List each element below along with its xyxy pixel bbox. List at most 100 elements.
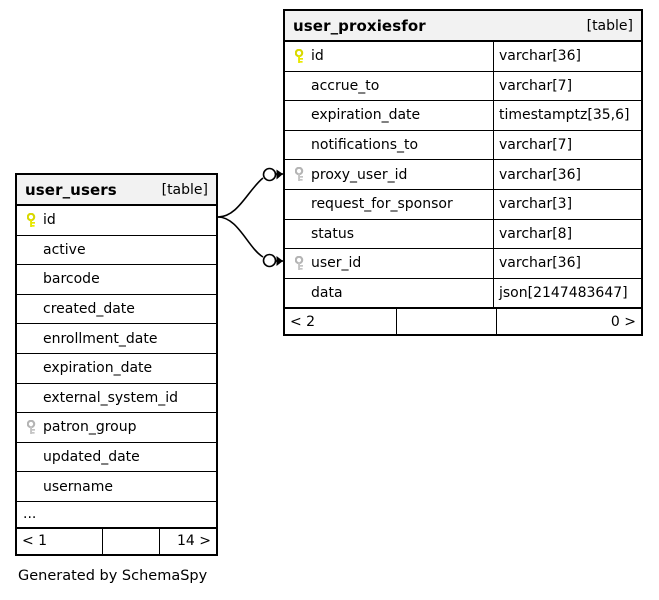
optional-marker-icon [262, 167, 277, 182]
optional-marker-icon [262, 253, 277, 268]
column-cell: status [285, 220, 493, 249]
more-columns-indicator: ... [17, 502, 216, 528]
table-row[interactable]: enrollment_date [17, 324, 216, 354]
column-cell: id [285, 42, 493, 71]
column-name: external_system_id [43, 389, 178, 406]
footer-middle-cell [102, 528, 159, 554]
foreign-key-icon [291, 255, 311, 271]
no-key-icon [23, 449, 43, 465]
table-user-proxiesfor-title: user_proxiesfor [293, 16, 426, 35]
next-page-button[interactable]: 14 > [159, 528, 216, 554]
table-row[interactable]: created_date [17, 295, 216, 325]
table-row[interactable]: proxy_user_id varchar[36] [285, 160, 641, 190]
table-user-proxiesfor[interactable]: user_proxiesfor [table] id varchar[36] [283, 9, 643, 337]
column-cell: active [17, 236, 216, 265]
table-row[interactable]: username [17, 472, 216, 502]
column-cell: notifications_to [285, 131, 493, 160]
column-name: patron_group [43, 419, 137, 436]
table-user-users-footer: < 1 14 > [17, 527, 216, 554]
column-name: created_date [43, 301, 135, 318]
no-key-icon [23, 331, 43, 347]
table-row[interactable]: user_id varchar[36] [285, 249, 641, 279]
table-row[interactable]: barcode [17, 265, 216, 295]
column-name: expiration_date [43, 360, 153, 377]
column-cell: data [285, 279, 493, 308]
generated-by-caption: Generated by SchemaSpy [18, 568, 208, 584]
column-type: timestamptz[35,6] [499, 107, 630, 124]
table-user-users-header: user_users [table] [17, 175, 216, 206]
next-page-button[interactable]: 0 > [496, 309, 641, 335]
table-row[interactable]: request_for_sponsor varchar[3] [285, 189, 641, 220]
column-cell: external_system_id [17, 384, 216, 413]
prev-page-button[interactable]: < 1 [22, 533, 48, 550]
table-user-proxiesfor-kind: [table] [586, 17, 633, 34]
column-name: data [311, 285, 343, 302]
no-key-icon [23, 390, 43, 406]
column-type-cell: varchar[36] [493, 42, 641, 71]
column-name: id [43, 212, 56, 229]
column-name: accrue_to [311, 77, 380, 94]
column-type-cell: varchar[3] [493, 189, 641, 219]
prev-page-button[interactable]: < 2 [290, 313, 316, 330]
column-type-cell: json[2147483647] [493, 278, 641, 308]
column-cell: enrollment_date [17, 324, 216, 353]
table-row[interactable]: external_system_id [17, 384, 216, 414]
column-name: notifications_to [311, 137, 419, 154]
table-row[interactable]: status varchar[8] [285, 219, 641, 250]
table-row[interactable]: id varchar[36] [285, 42, 641, 72]
column-cell: barcode [17, 265, 216, 294]
relationship-line-proxy-user-id [217, 167, 283, 218]
no-key-icon [291, 226, 311, 242]
table-user-proxiesfor-footer: < 2 0 > [285, 308, 641, 335]
column-name: id [311, 48, 324, 65]
column-cell: updated_date [17, 443, 216, 472]
no-key-icon [291, 137, 311, 153]
no-key-icon [291, 78, 311, 94]
column-name: active [43, 241, 86, 258]
column-type: varchar[36] [499, 255, 581, 272]
table-row[interactable]: expiration_date [17, 354, 216, 384]
column-type: varchar[7] [499, 137, 573, 154]
table-row[interactable]: accrue_to varchar[7] [285, 71, 641, 102]
table-row[interactable]: id [17, 206, 216, 236]
no-key-icon [291, 196, 311, 212]
no-key-icon [23, 242, 43, 258]
foreign-key-icon [23, 419, 43, 435]
column-type-cell: varchar[7] [493, 71, 641, 101]
column-name: user_id [311, 255, 362, 272]
no-key-icon [23, 360, 43, 376]
table-row[interactable]: data json[2147483647] [285, 278, 641, 309]
relationship-line-user-id [217, 216, 283, 268]
no-key-icon [23, 479, 43, 495]
primary-key-icon [291, 48, 311, 64]
table-user-users-title: user_users [25, 180, 117, 199]
no-key-icon [23, 271, 43, 287]
column-name: request_for_sponsor [311, 196, 453, 213]
column-cell: proxy_user_id [285, 160, 493, 189]
table-row[interactable]: patron_group [17, 413, 216, 443]
column-type: varchar[3] [499, 196, 573, 213]
column-type-cell: varchar[8] [493, 219, 641, 249]
column-type: varchar[8] [499, 225, 573, 242]
no-key-icon [291, 107, 311, 123]
column-type: varchar[36] [499, 48, 581, 65]
no-key-icon [291, 285, 311, 301]
column-name: updated_date [43, 449, 140, 466]
column-type: varchar[7] [499, 77, 573, 94]
table-row[interactable]: expiration_date timestamptz[35,6] [285, 101, 641, 131]
column-cell: created_date [17, 295, 216, 324]
column-cell: expiration_date [285, 101, 493, 130]
column-type-cell: varchar[36] [493, 160, 641, 189]
table-user-users[interactable]: user_users [table] id active [15, 173, 218, 556]
foreign-key-icon [291, 167, 311, 183]
table-row[interactable]: updated_date [17, 443, 216, 473]
column-cell: patron_group [17, 413, 216, 442]
table-user-proxiesfor-header: user_proxiesfor [table] [285, 11, 641, 42]
primary-key-icon [23, 212, 43, 228]
table-row[interactable]: notifications_to varchar[7] [285, 130, 641, 161]
column-cell: request_for_sponsor [285, 190, 493, 219]
column-type-cell: timestamptz[35,6] [493, 101, 641, 130]
table-row[interactable]: active [17, 236, 216, 266]
column-type-cell: varchar[36] [493, 249, 641, 278]
